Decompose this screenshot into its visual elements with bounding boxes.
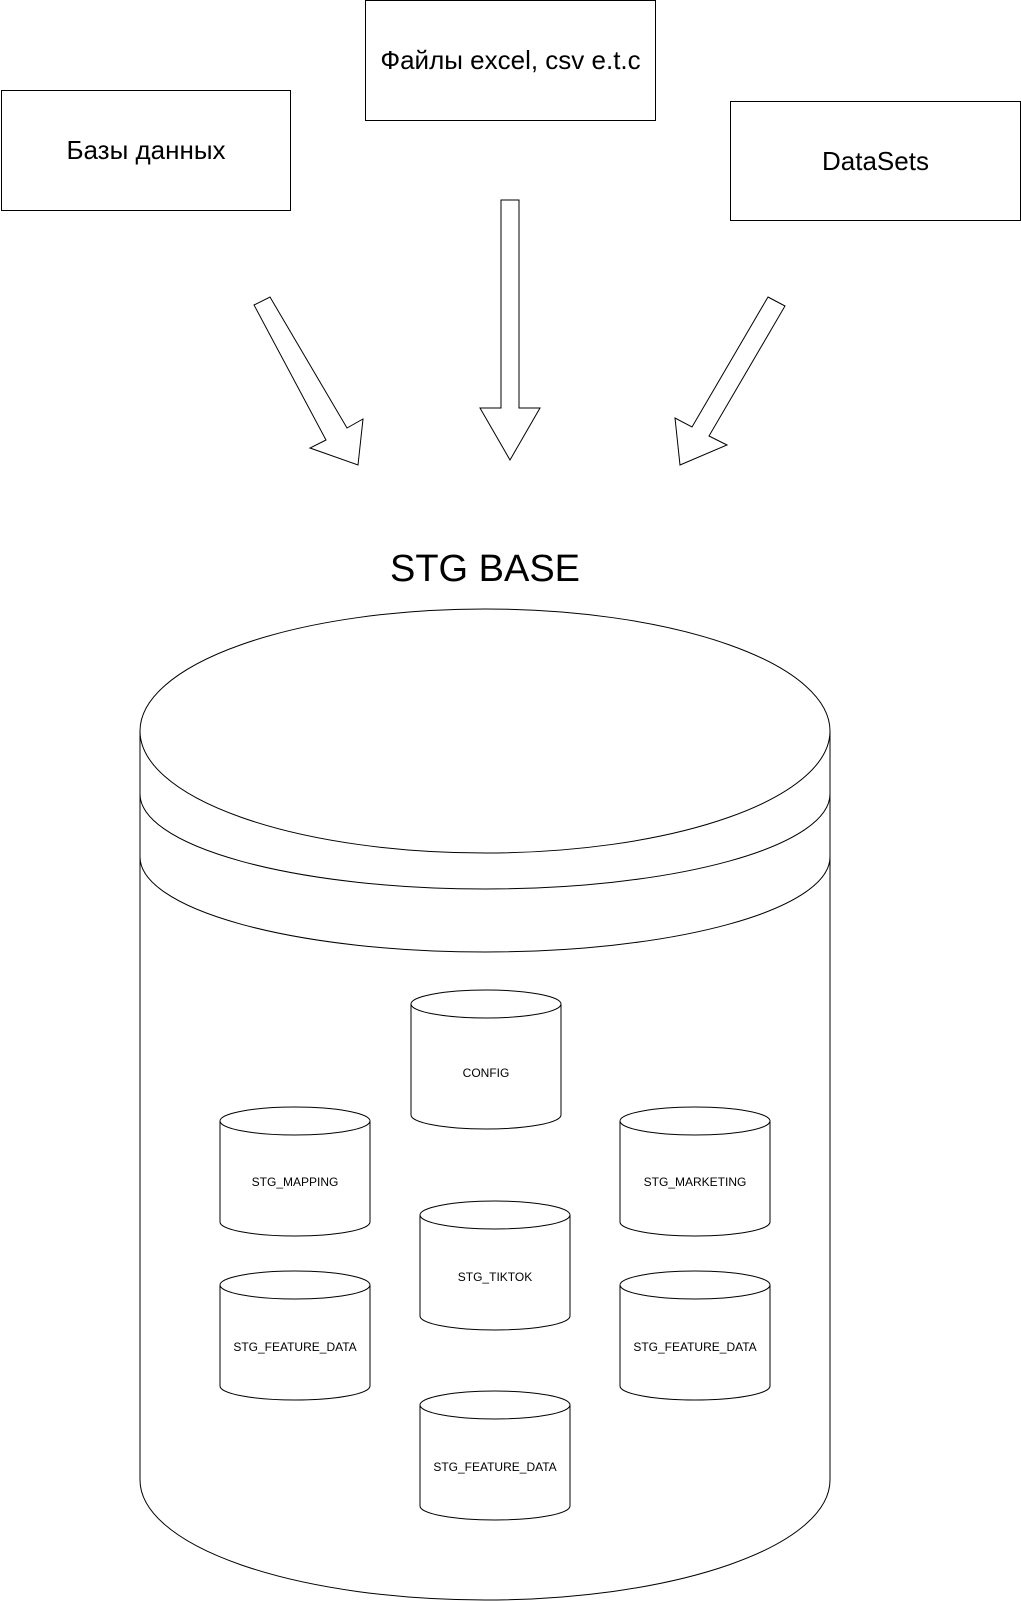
stg-feature-data-bottom-cylinder	[419, 1390, 571, 1521]
stg-marketing-cylinder	[619, 1106, 771, 1237]
db-label-config: CONFIG	[462, 1066, 510, 1080]
source-box-files: Файлы excel, csv e.t.c	[365, 0, 656, 121]
arrow-from-datasets	[674, 296, 786, 466]
source-label-files: Файлы excel, csv e.t.c	[380, 45, 641, 75]
db-label-stg-feature-data-right: STG_FEATURE_DATA	[633, 1340, 757, 1354]
arrow-from-databases	[253, 296, 364, 466]
db-label-stg-feature-data-left: STG_FEATURE_DATA	[233, 1340, 357, 1354]
source-box-databases: Базы данных	[1, 90, 291, 211]
arrow-from-files	[479, 199, 541, 462]
db-label-stg-marketing: STG_MARKETING	[643, 1175, 747, 1189]
config-cylinder	[410, 989, 562, 1130]
source-box-datasets: DataSets	[730, 101, 1021, 221]
db-label-stg-tiktok: STG_TIKTOK	[457, 1270, 533, 1284]
stg-mapping-cylinder	[219, 1106, 371, 1237]
source-label-datasets: DataSets	[822, 145, 929, 176]
db-label-stg-feature-data-bottom: STG_FEATURE_DATA	[433, 1460, 557, 1474]
stg-feature-data-right-cylinder	[619, 1270, 771, 1401]
stg-tiktok-cylinder	[419, 1200, 571, 1331]
stg-feature-data-left-cylinder	[219, 1270, 371, 1401]
db-label-stg-mapping: STG_MAPPING	[251, 1175, 339, 1189]
stg-base-title: STG BASE	[389, 548, 581, 590]
source-label-databases: Базы данных	[66, 135, 226, 165]
